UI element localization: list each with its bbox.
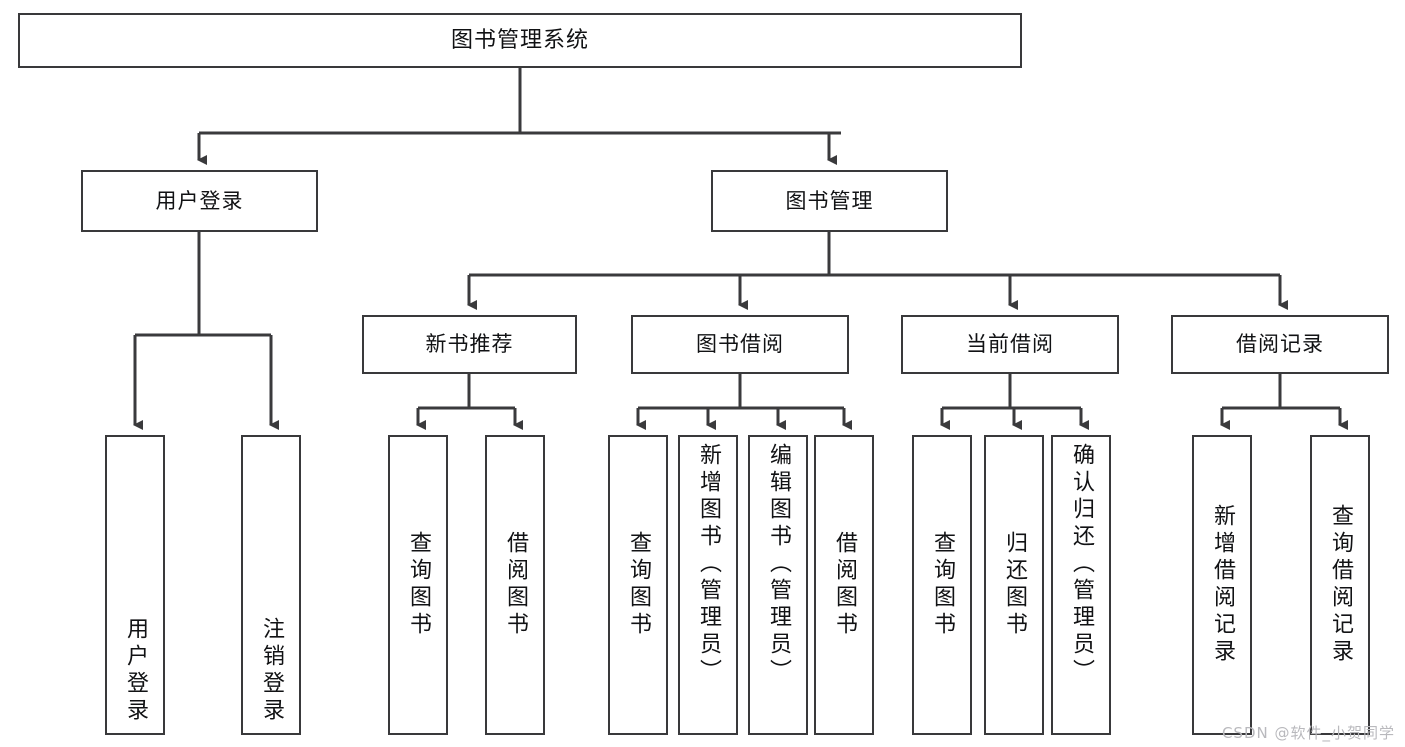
leaf-label: 确认归还（管理员） xyxy=(1069,443,1094,686)
csdn-watermark: CSDN @软件_小贺同学 xyxy=(1221,724,1395,742)
leaf-label: 查询图书 xyxy=(406,531,431,639)
leaf-label: 查询图书 xyxy=(930,531,955,639)
node-label: 图书管理 xyxy=(785,188,874,213)
node-new-book-recommend[interactable]: 新书推荐 xyxy=(362,315,577,374)
leaf-node[interactable]: 归还图书 xyxy=(984,435,1044,735)
leaf-label: 查询借阅记录 xyxy=(1328,504,1353,666)
leaf-label: 借阅图书 xyxy=(832,531,857,639)
leaf-node[interactable]: 借阅图书 xyxy=(485,435,545,735)
leaf-node[interactable]: 查询图书 xyxy=(608,435,668,735)
node-label: 当前借阅 xyxy=(966,332,1054,357)
leaf-node[interactable]: 查询图书 xyxy=(388,435,448,735)
node-borrow-record[interactable]: 借阅记录 xyxy=(1171,315,1389,374)
leaf-node[interactable]: 新增借阅记录 xyxy=(1192,435,1252,735)
leaf-label: 借阅图书 xyxy=(503,531,528,639)
node-label: 图书借阅 xyxy=(696,332,784,357)
node-book-management[interactable]: 图书管理 xyxy=(711,170,948,232)
leaf-node[interactable]: 查询图书 xyxy=(912,435,972,735)
leaf-label: 归还图书 xyxy=(1002,531,1027,639)
leaf-label: 注销登录 xyxy=(259,617,284,725)
node-label: 图书管理系统 xyxy=(450,27,589,53)
leaf-node[interactable]: 注销登录 xyxy=(241,435,301,735)
leaf-node[interactable]: 确认归还（管理员） xyxy=(1051,435,1111,735)
leaf-label: 新增图书（管理员） xyxy=(696,443,721,686)
leaf-node[interactable]: 借阅图书 xyxy=(814,435,874,735)
node-label: 新书推荐 xyxy=(425,332,514,357)
node-label: 用户登录 xyxy=(155,188,244,213)
leaf-node[interactable]: 编辑图书（管理员） xyxy=(748,435,808,735)
leaf-label: 编辑图书（管理员） xyxy=(766,443,791,686)
leaf-node[interactable]: 新增图书（管理员） xyxy=(678,435,738,735)
node-user-login[interactable]: 用户登录 xyxy=(81,170,318,232)
node-book-borrow[interactable]: 图书借阅 xyxy=(631,315,849,374)
leaf-node[interactable]: 用户登录 xyxy=(105,435,165,735)
leaf-node[interactable]: 查询借阅记录 xyxy=(1310,435,1370,735)
leaf-label: 用户登录 xyxy=(123,617,148,725)
leaf-label: 新增借阅记录 xyxy=(1210,504,1235,666)
node-root-system[interactable]: 图书管理系统 xyxy=(18,13,1022,68)
node-label: 借阅记录 xyxy=(1236,332,1324,357)
leaf-label: 查询图书 xyxy=(626,531,651,639)
node-current-borrow[interactable]: 当前借阅 xyxy=(901,315,1119,374)
